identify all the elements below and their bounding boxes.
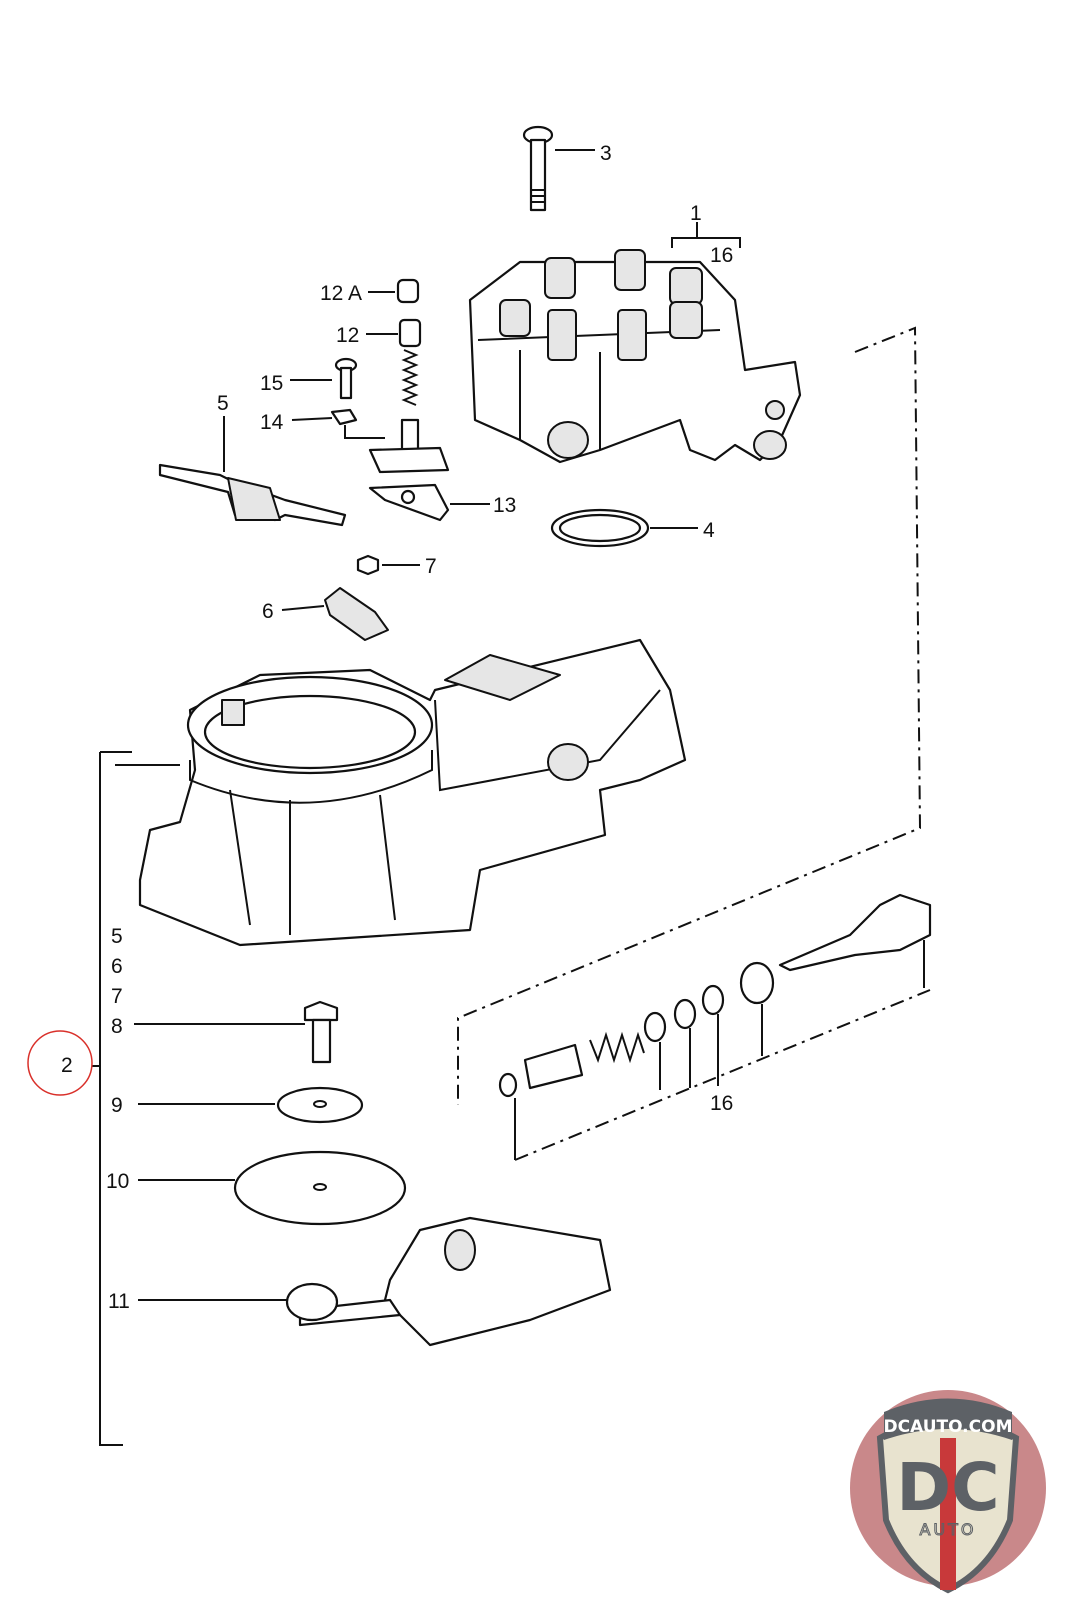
callout-5-top: 5 [217, 392, 229, 415]
callout-6: 6 [262, 600, 274, 623]
callout-11: 11 [108, 1290, 130, 1313]
callout-12a: 12 A [320, 282, 362, 305]
svg-text:AUTO: AUTO [919, 1520, 976, 1539]
callout-16-bottom: 16 [710, 1092, 733, 1115]
part-9-washer [276, 1086, 364, 1124]
part-15-screw [334, 357, 358, 400]
part-5-bracket [158, 463, 347, 527]
callout-3: 3 [600, 142, 612, 165]
highlight-circle [27, 1030, 93, 1096]
svg-text:DC: DC [896, 1449, 999, 1526]
part-11-lever [285, 1216, 612, 1347]
callout-7: 7 [425, 555, 437, 578]
control-plunger-assembly [498, 893, 932, 1098]
callout-12: 12 [336, 324, 359, 347]
assembly-dash-line-lower [514, 989, 931, 1161]
callout-col-6: 6 [111, 955, 123, 978]
callout-col-7: 7 [111, 985, 123, 1008]
callout-10: 10 [106, 1170, 129, 1193]
part-1-fuel-distributor-head [468, 249, 802, 464]
callout-16-top: 16 [710, 244, 733, 267]
callout-col-8: 8 [111, 1015, 123, 1038]
part-7-nut [356, 554, 380, 576]
assembly-dash-line-right [457, 326, 922, 1105]
callout-9: 9 [111, 1094, 123, 1117]
callout-13: 13 [493, 494, 516, 517]
svg-text:DCAUTO.COM: DCAUTO.COM [883, 1417, 1012, 1437]
part-10-sensor-plate [233, 1150, 407, 1226]
part-8-bolt [303, 1000, 339, 1064]
callout-4: 4 [703, 519, 715, 542]
part-14-clip [330, 408, 385, 439]
callout-1: 1 [690, 202, 702, 225]
dcauto-logo: DCAUTO.COM DC AUTO [850, 1390, 1046, 1594]
callout-col-5: 5 [111, 925, 123, 948]
air-flow-sensor-housing [138, 638, 687, 947]
callout-2[interactable]: 2 [61, 1054, 73, 1077]
callout-14: 14 [260, 411, 284, 434]
part-4-o-ring [550, 508, 650, 548]
part-13-gasket [368, 483, 450, 522]
part-12a-cap [396, 278, 420, 304]
part-6-clamp [324, 587, 389, 641]
part-12-pressure-valve [368, 318, 450, 474]
callout-15: 15 [260, 372, 283, 395]
leader-lines [92, 149, 925, 1446]
part-3-screw [522, 125, 554, 212]
